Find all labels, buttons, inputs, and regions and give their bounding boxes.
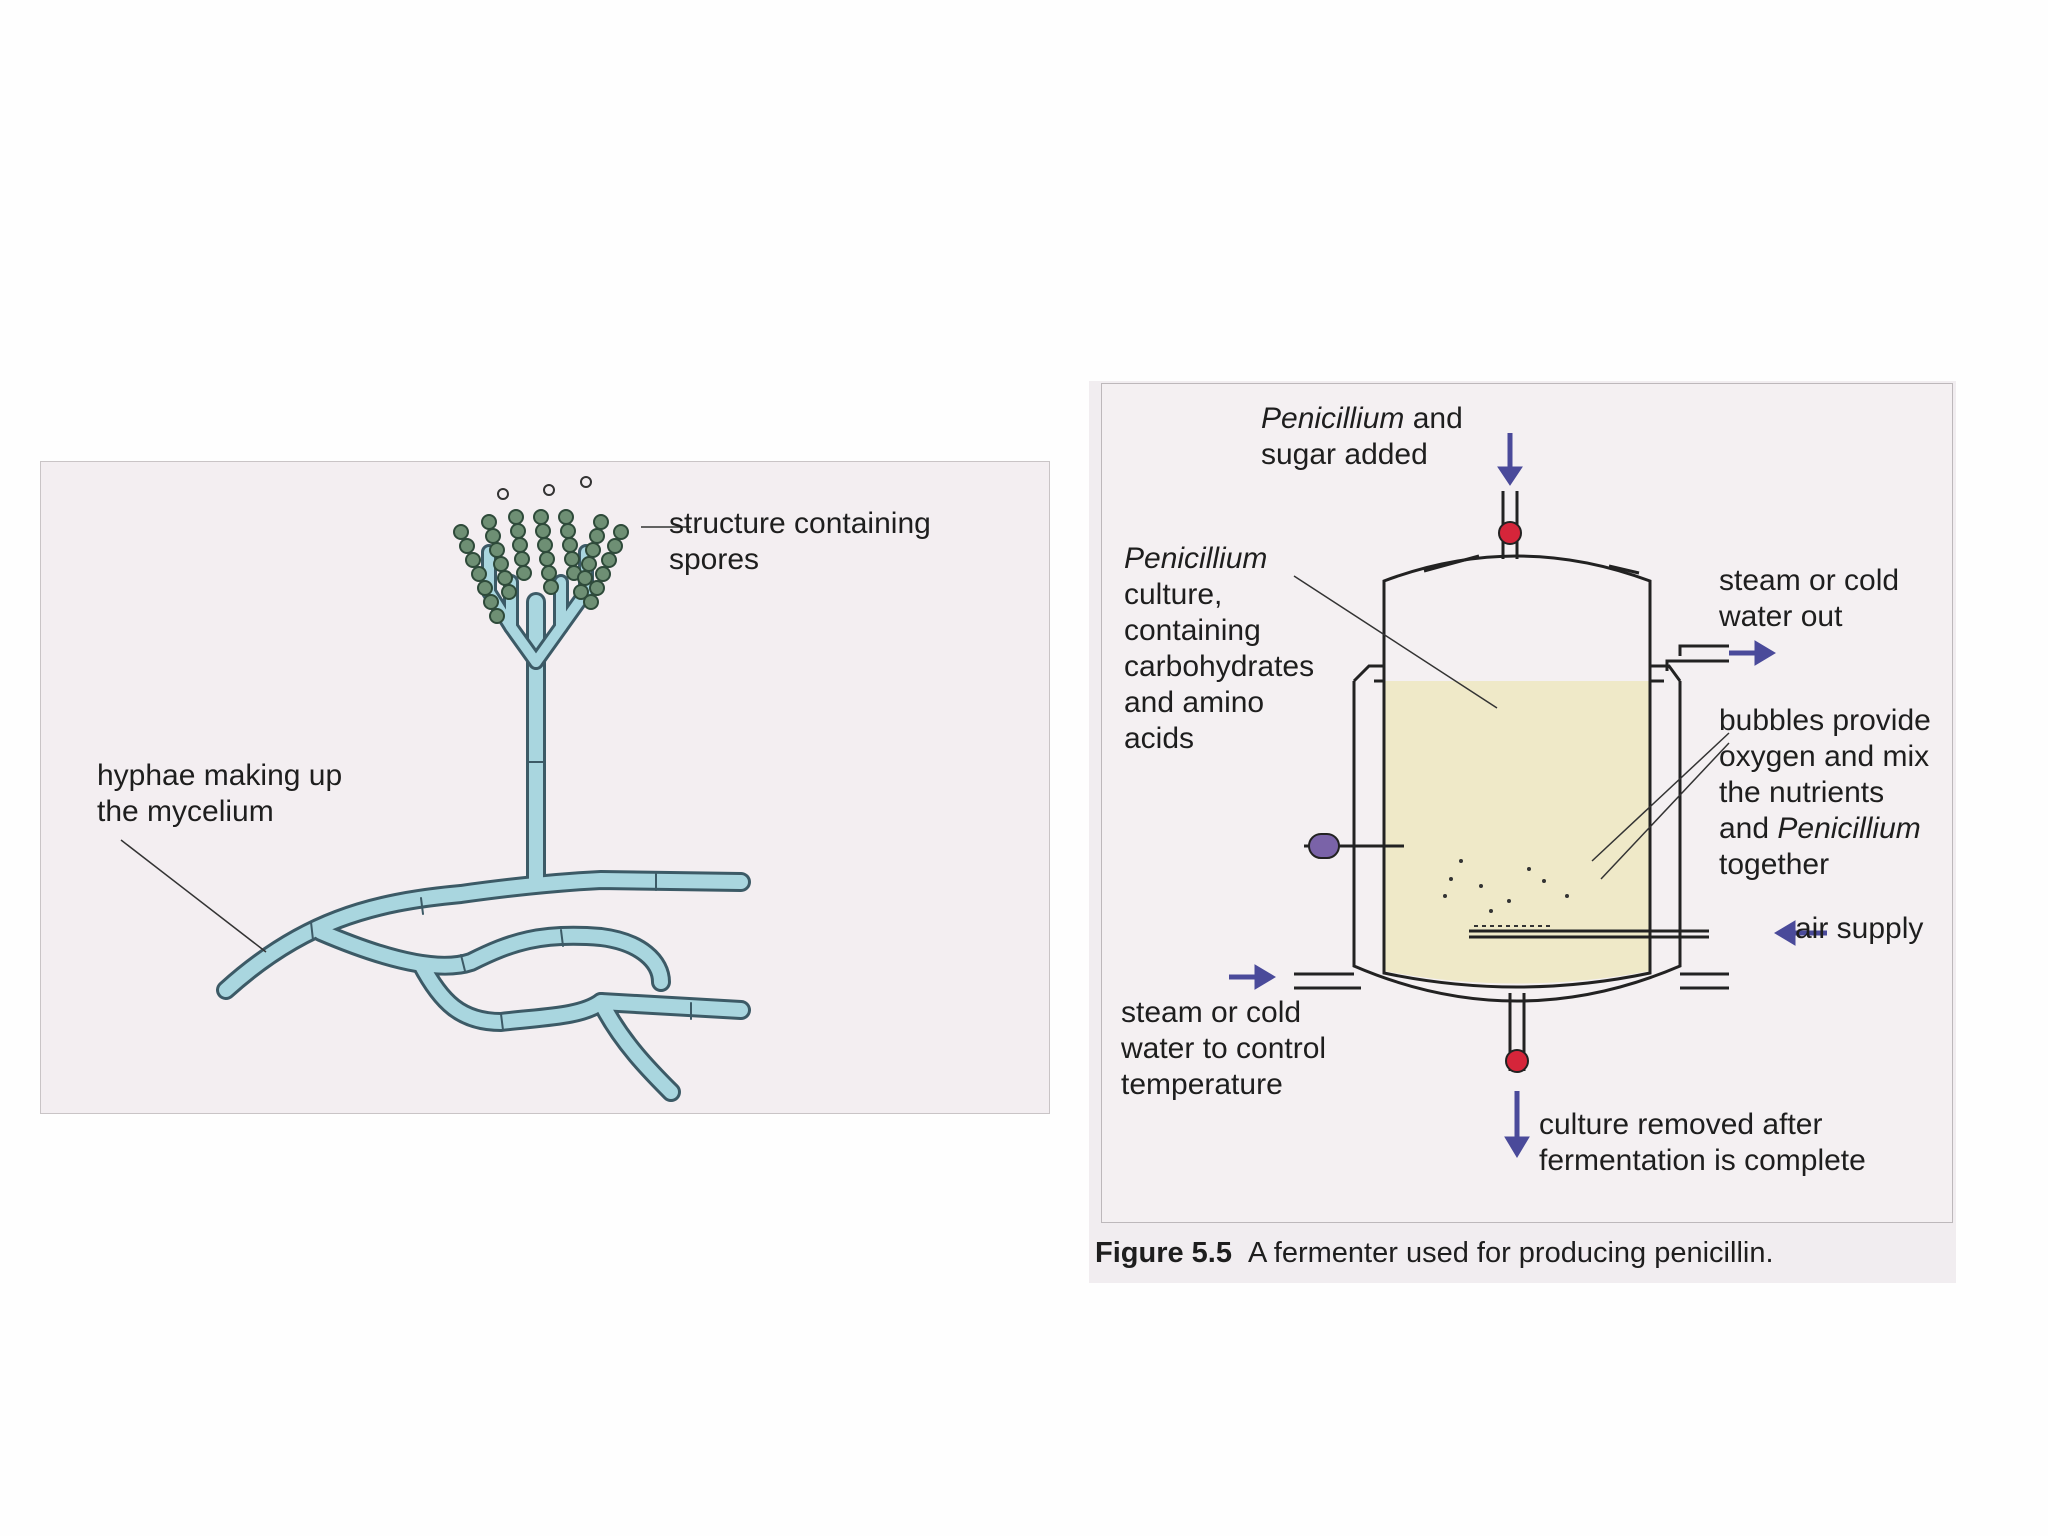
inlet-label: Penicillium and sugar added <box>1261 401 1463 473</box>
spores-label: structure containing spores <box>669 507 931 576</box>
figure-number: Figure 5.5 <box>1095 1237 1232 1269</box>
culture-label-species: Penicillium <box>1124 542 1268 575</box>
bubbles-label-text-b: together <box>1719 848 1830 881</box>
bubbles-label-species: Penicillium <box>1777 812 1921 845</box>
figure-caption-text: A fermenter used for producing penicilli… <box>1248 1237 1774 1269</box>
culture-label: Penicillium culture, containing carbohyd… <box>1124 541 1314 757</box>
mould-drawing <box>120 476 751 1102</box>
fermenter-diagram-panel: Penicillium and sugar added Penicillium … <box>1089 381 1956 1283</box>
fermenter-drawing <box>1229 433 1827 1158</box>
inlet-label-species: Penicillium <box>1261 402 1405 435</box>
culture-removed-label: culture removed after fermentation is co… <box>1539 1108 1866 1177</box>
mould-diagram-panel: structure containing spores hyphae makin… <box>40 461 1050 1114</box>
culture-label-text: culture, containing carbohydrates and am… <box>1124 578 1315 755</box>
hyphae-label: hyphae making up the mycelium <box>97 759 343 828</box>
figure-caption: Figure 5.5 A fermenter used for producing… <box>1095 1237 1774 1270</box>
bubbles-label: bubbles provide oxygen and mix the nutri… <box>1719 703 1931 883</box>
inlet-label-text: and sugar added <box>1261 402 1463 471</box>
bubbles-label-text-a: bubbles provide oxygen and mix the nutri… <box>1719 704 1931 845</box>
steam-out-label: steam or cold water out <box>1719 564 1900 633</box>
air-supply-label: air supply <box>1795 912 1924 945</box>
steam-in-label: steam or cold water to control temperatu… <box>1121 996 1327 1101</box>
